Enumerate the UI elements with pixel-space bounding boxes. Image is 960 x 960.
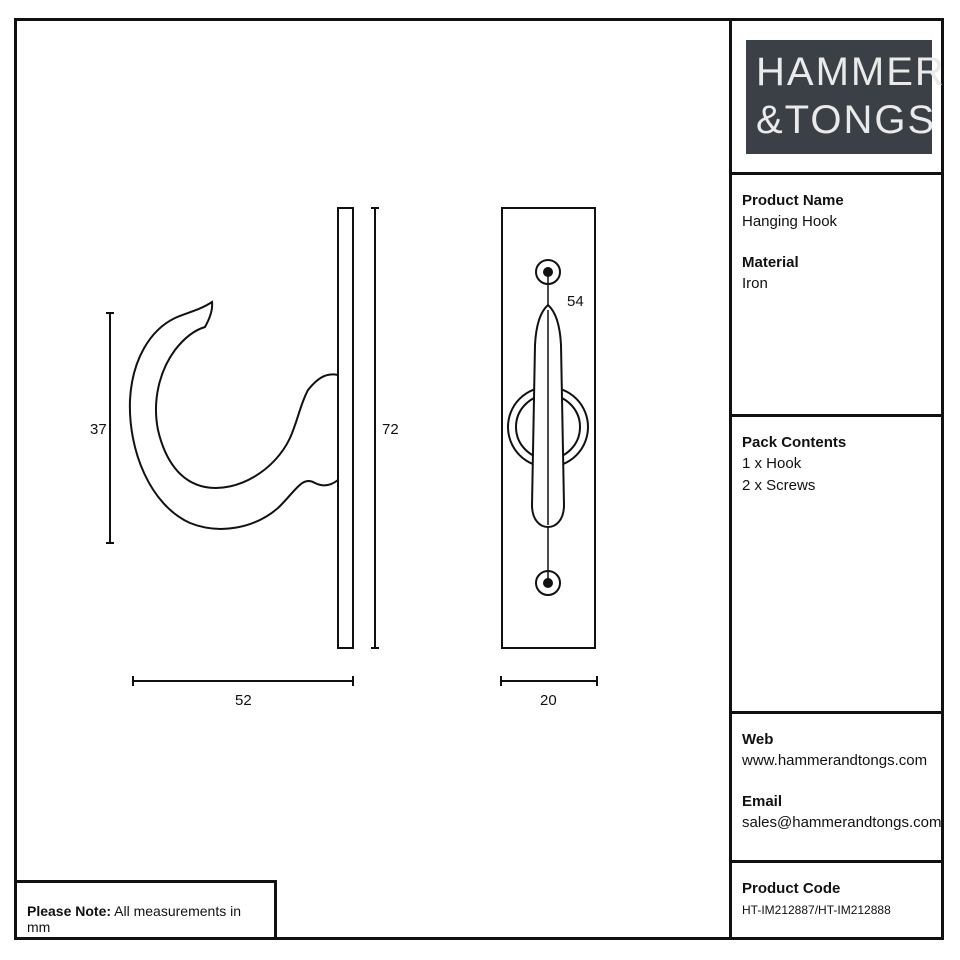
logo-cell: HAMMER &TONGS xyxy=(732,18,944,175)
plate-side-view xyxy=(337,207,354,649)
logo-line-1: HAMMER xyxy=(756,50,946,94)
sheet-border xyxy=(14,18,944,940)
product-name-label: Product Name xyxy=(742,192,844,209)
plate-front-view xyxy=(501,207,596,649)
web-link[interactable]: www.hammerandtongs.com xyxy=(742,752,928,769)
dim-label-plate-height: 72 xyxy=(382,421,399,438)
screw-hole-top xyxy=(535,259,561,285)
dim-label-hook-depth: 52 xyxy=(235,692,252,709)
product-code-value: HT-IM212887/HT-IM212888 xyxy=(742,903,891,917)
web-label: Web xyxy=(742,731,774,748)
email-link[interactable]: sales@hammerandtongs.com xyxy=(742,814,942,831)
pack-contents-label: Pack Contents xyxy=(742,434,847,451)
email-label: Email xyxy=(742,793,783,810)
product-code-label: Product Code xyxy=(742,880,841,897)
pack-contents-cell: Pack Contents 1 x Hook 2 x Screws xyxy=(732,417,944,714)
material-label: Material xyxy=(742,254,799,271)
dim-label-plate-width: 20 xyxy=(540,692,557,709)
pack-item: 1 x Hook xyxy=(742,455,802,472)
logo-line-2: &TONGS xyxy=(756,98,937,142)
info-column: HAMMER &TONGS Product Name Hanging Hook … xyxy=(729,18,944,940)
product-name-value: Hanging Hook xyxy=(742,213,838,230)
hook-side-view xyxy=(128,300,339,530)
product-code-cell: Product Code HT-IM212887/HT-IM212888 xyxy=(732,863,944,937)
material-value: Iron xyxy=(742,275,768,292)
note-prefix: Please Note: xyxy=(27,903,112,919)
measurement-note: Please Note: All measurements in mm xyxy=(14,880,277,940)
product-info-cell: Product Name Hanging Hook Material Iron xyxy=(732,175,944,417)
dim-label-hook-height: 37 xyxy=(90,421,107,438)
contact-cell: Web www.hammerandtongs.com Email sales@h… xyxy=(732,714,944,863)
note-text: All measurements in mm xyxy=(27,903,241,935)
brand-logo: HAMMER &TONGS xyxy=(746,40,944,154)
dim-label-screw-spacing: 54 xyxy=(567,293,584,310)
pack-item: 2 x Screws xyxy=(742,477,816,494)
screw-hole-bottom xyxy=(535,570,561,596)
